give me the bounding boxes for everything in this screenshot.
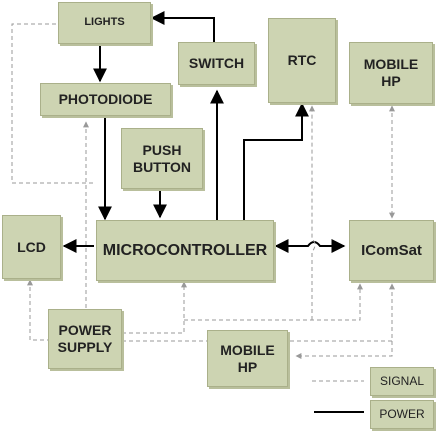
legend-power-label: POWER — [370, 400, 434, 429]
mobile-hp-bottom-block: MOBILE HP — [207, 330, 288, 387]
power-supply-block: POWER SUPPLY — [48, 309, 122, 369]
signal-line-lcd-to-supply — [27, 279, 48, 341]
photodiode-block: PHOTODIODE — [40, 83, 171, 116]
power-line-switch-to-lights — [150, 11, 215, 42]
signal-line-lights-loop — [11, 23, 96, 184]
push-button-block: PUSH BUTTON — [121, 128, 203, 189]
power-line-micro-to-rtc — [243, 102, 309, 222]
icomsat-block: IComSat — [349, 220, 434, 281]
mobile-hp-top-block: MOBILE HP — [349, 42, 433, 104]
switch-block: SWITCH — [178, 42, 255, 85]
signal-line-to-mobile-bottom — [295, 341, 393, 359]
signal-line-supply-to-icomsat — [184, 283, 363, 321]
signal-line-supply-to-micro — [122, 281, 187, 334]
legend-signal-label: SIGNAL — [370, 367, 434, 396]
lcd-block: LCD — [2, 215, 61, 279]
signal-line-rtc-riser — [309, 105, 316, 320]
rtc-block: RTC — [268, 18, 336, 103]
power-line-micro-icomsat — [274, 239, 346, 253]
microcontroller-block: MICROCONTROLLER — [96, 220, 274, 281]
lights-block: LIGHTS — [58, 2, 151, 44]
